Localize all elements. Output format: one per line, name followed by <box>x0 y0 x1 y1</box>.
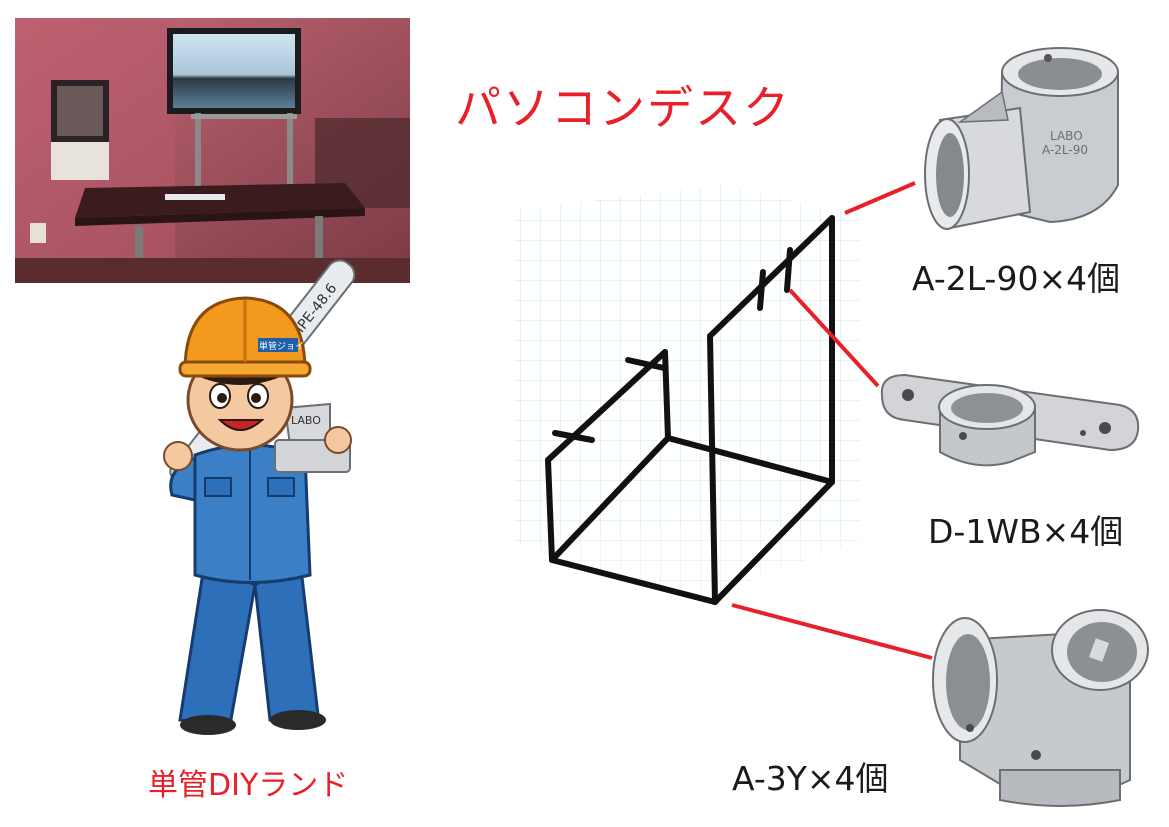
a-2l-90-fitting-icon: LABO A-2L-90 <box>924 47 1119 230</box>
helmet-label: 単管ジョイント <box>259 340 322 352</box>
mascot-worker-icon: PIPE-48.6 LABO <box>163 259 356 735</box>
grid-background <box>515 185 860 600</box>
desk-photo <box>15 18 410 283</box>
svg-text:LABO: LABO <box>1050 129 1083 143</box>
connector-lines <box>731 181 933 660</box>
d-1wb-fitting-icon <box>880 373 1140 467</box>
part-label-a-3y: A-3Y×4個 <box>732 759 889 798</box>
brand-caption: 単管DIYランド <box>148 768 349 803</box>
part-label-a-2l-90: A-2L-90×4個 <box>912 259 1121 298</box>
fitting-label: LABO <box>291 414 321 427</box>
part-label-d-1wb: D-1WB×4個 <box>928 512 1124 551</box>
page-title: パソコンデスク <box>455 81 791 135</box>
svg-text:A-2L-90: A-2L-90 <box>1042 143 1088 157</box>
a-3y-fitting-icon <box>932 609 1149 807</box>
pipe-frame <box>545 215 835 605</box>
